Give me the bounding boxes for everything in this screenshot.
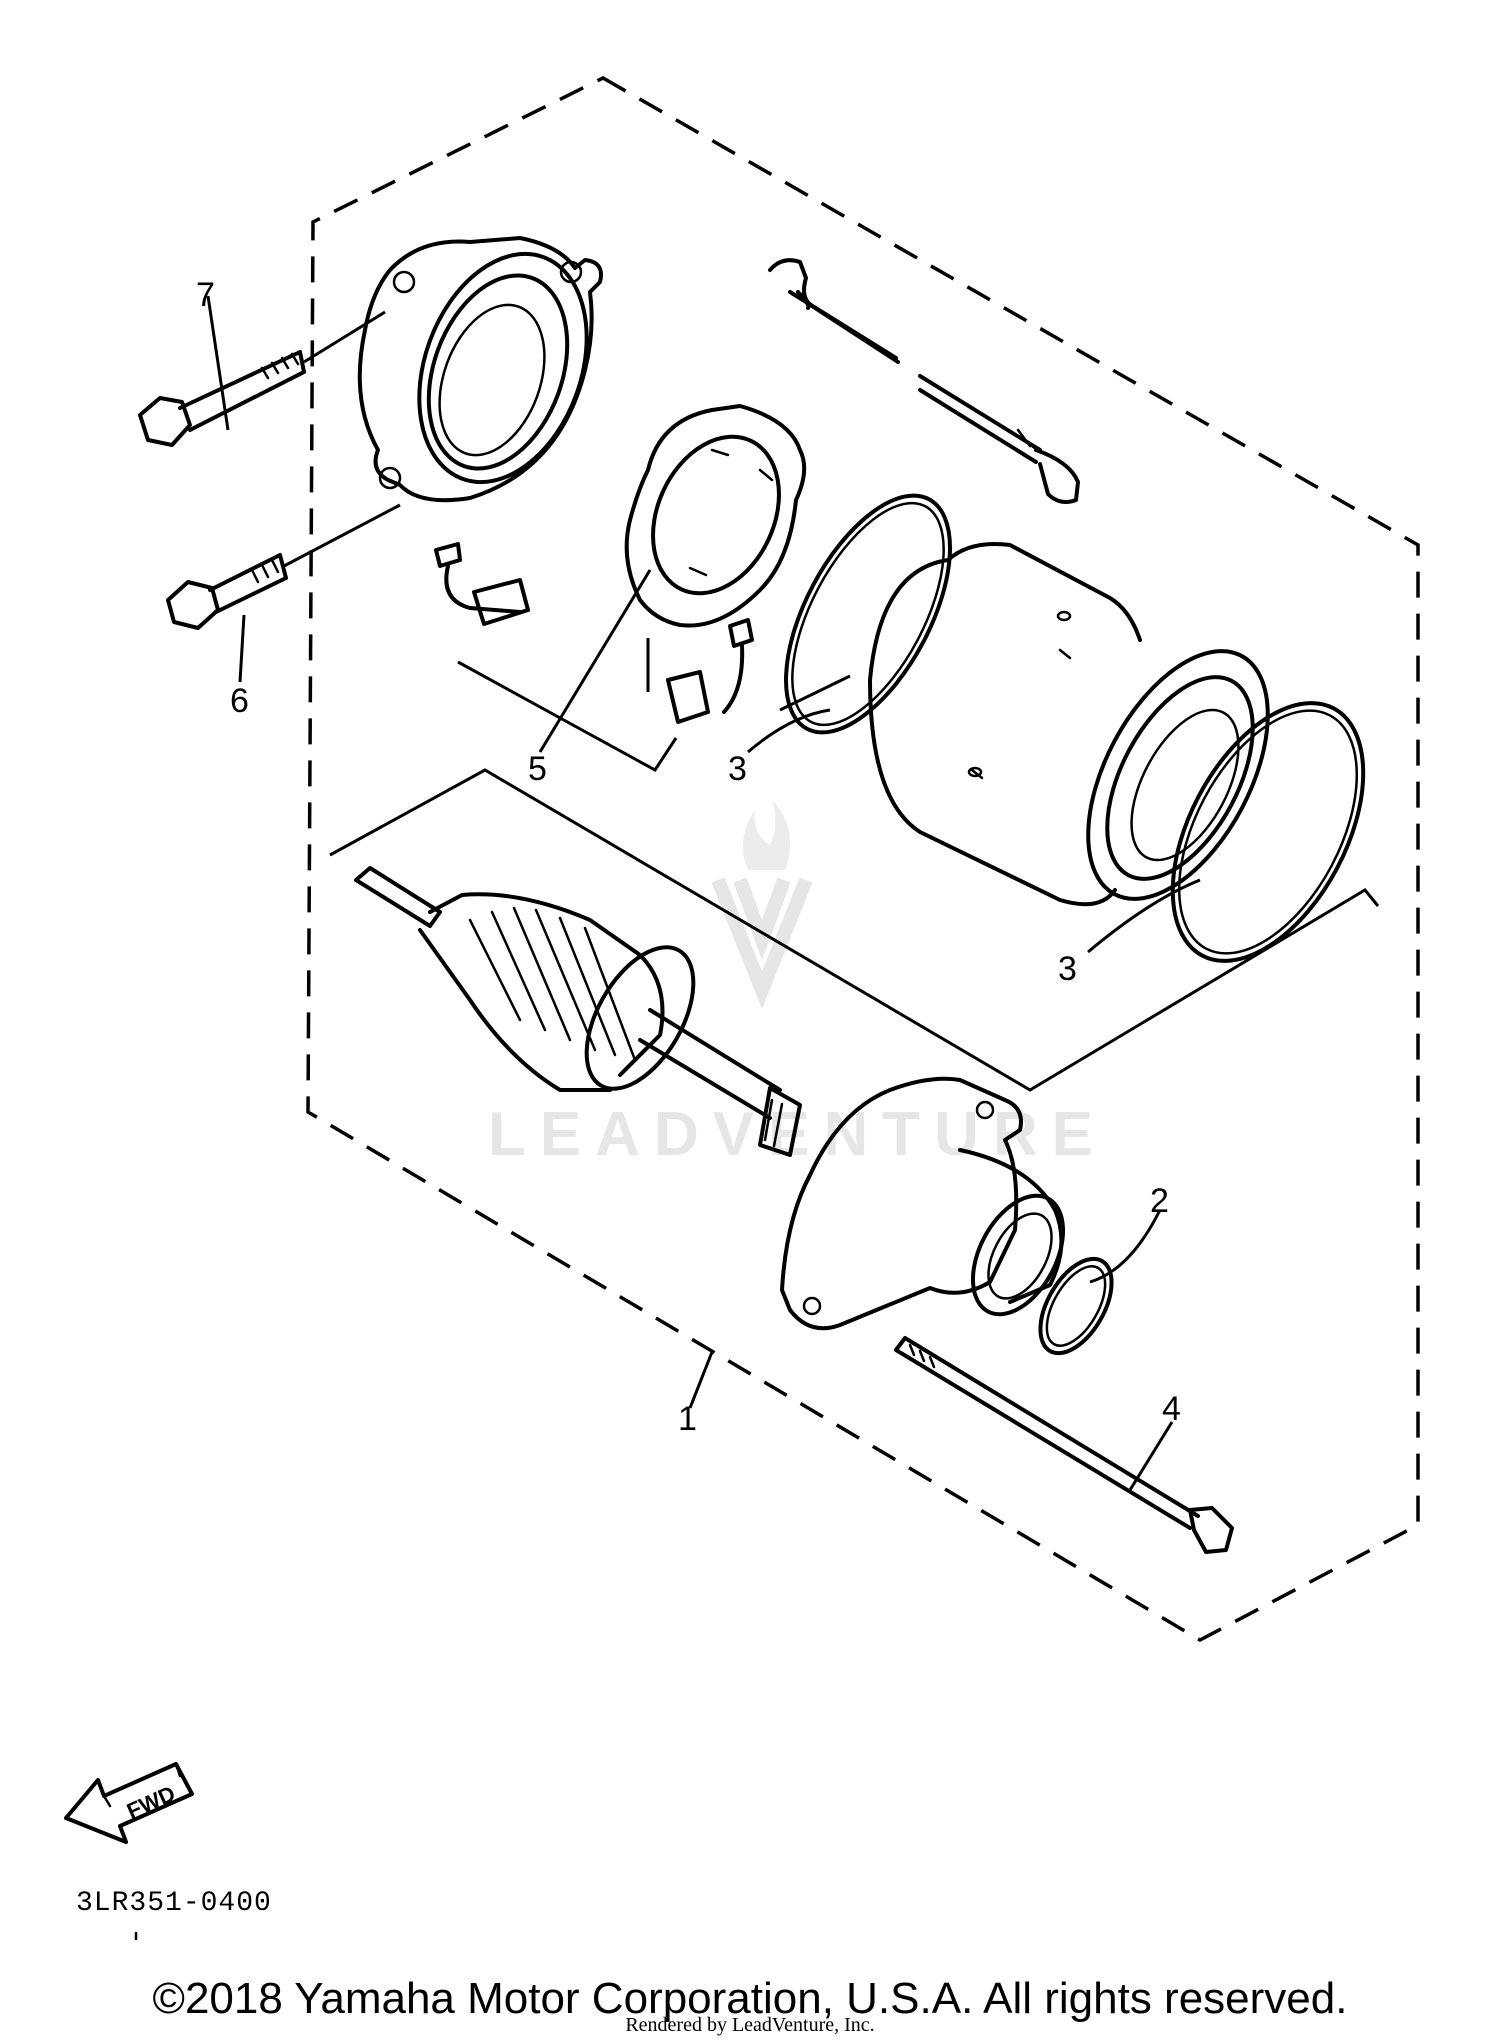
- bolt-6: [166, 553, 288, 630]
- callout-4: 4: [1162, 1390, 1181, 1428]
- callout-6: 6: [230, 682, 249, 720]
- diagram-code: 3LR351-0400: [76, 1888, 272, 1919]
- copyright-notice: ©2018 Yamaha Motor Corporation, U.S.A. A…: [152, 1974, 1348, 2023]
- bolt-6-leader: [283, 503, 401, 568]
- fwd-arrow-icon: FWD: [64, 1762, 194, 1844]
- brush-right: [666, 618, 754, 724]
- rendered-by-note: Rendered by LeadVenture, Inc.: [625, 2014, 875, 2036]
- yoke-housing: [868, 542, 1270, 907]
- front-cover: [357, 236, 603, 503]
- bolt-7-leader: [303, 310, 386, 364]
- callout-3-upper: 3: [728, 750, 747, 788]
- o-ring-3-lower: [1170, 701, 1366, 963]
- callout-3-lower: 3: [1058, 950, 1077, 988]
- armature-group-bracket: [329, 768, 1380, 1092]
- callout-leaders: [206, 295, 1201, 1491]
- callout-5: 5: [528, 750, 547, 788]
- callout-7: 7: [196, 276, 215, 314]
- o-ring-3-upper: [784, 493, 952, 735]
- callout-2: 2: [1150, 1182, 1169, 1220]
- rear-cover: [780, 1076, 1066, 1331]
- fwd-label: FWD: [123, 1781, 179, 1824]
- bolt-7: [138, 350, 306, 447]
- through-bolt-4: [894, 1336, 1234, 1554]
- assembly-boundary: [306, 76, 1420, 1643]
- brush-group-bracket: [457, 638, 678, 772]
- brush-left: [434, 542, 530, 626]
- armature: [354, 866, 802, 1157]
- o-ring-2: [1038, 1256, 1114, 1356]
- callout-1: 1: [678, 1400, 697, 1438]
- brush-holder-plate: [624, 404, 807, 628]
- terminal-lead: [768, 258, 1080, 504]
